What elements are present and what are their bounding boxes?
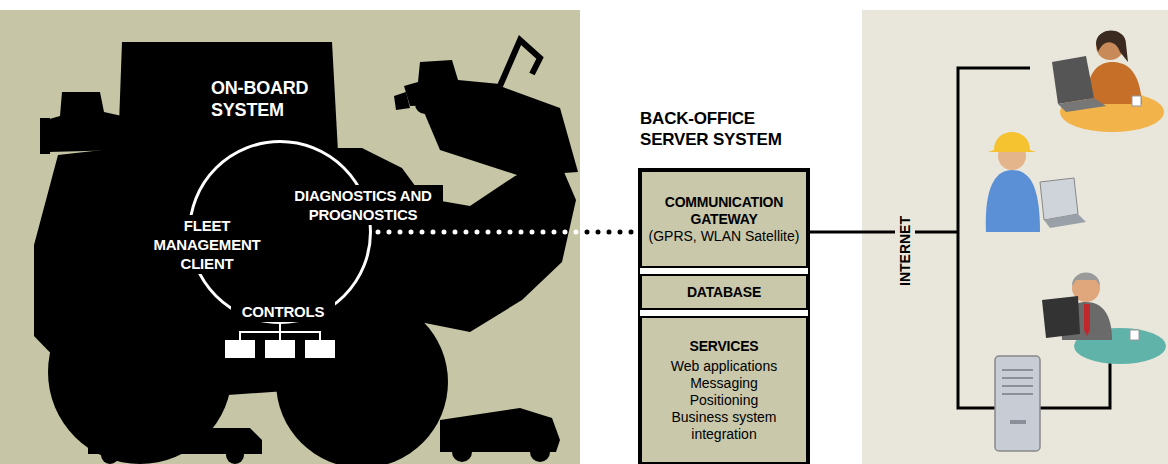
label-holder: FLEET MANAGEMENT CLIENT bbox=[147, 215, 267, 274]
server-tower bbox=[995, 356, 1040, 451]
label-holder: ON-BOARD SYSTEM bbox=[208, 76, 338, 122]
system-ring: DIAGNOSTICS AND PROGNOSTICSFLEET MANAGEM… bbox=[188, 140, 372, 324]
label-holder: BACK-OFFICE SERVER SYSTEM bbox=[640, 108, 810, 150]
office-user-figure bbox=[1052, 31, 1164, 133]
machine-system: ON-BOARD SYSTEM DIAGNOSTICS AND PROGNOSTI… bbox=[130, 60, 430, 340]
database-box: DATABASE bbox=[640, 274, 808, 310]
server-system: BACK-OFFICE SERVER SYSTEM COMMUNICATION G… bbox=[638, 108, 810, 464]
box-heading: COMMUNICATION GATEWAY bbox=[646, 194, 802, 228]
box-text: Positioning bbox=[690, 392, 759, 409]
box-text: Messaging bbox=[690, 375, 758, 392]
ring-label: FLEET MANAGEMENT CLIENT bbox=[147, 215, 267, 274]
services-box: SERVICES Web applicationsMessagingPositio… bbox=[640, 316, 808, 464]
dotted-link bbox=[378, 230, 640, 235]
manager-figure bbox=[1042, 273, 1166, 365]
label-holder: DIAGNOSTICS AND PROGNOSTICS bbox=[283, 185, 443, 225]
box-heading: DATABASE bbox=[687, 284, 761, 301]
server-title: BACK-OFFICE SERVER SYSTEM bbox=[640, 108, 810, 150]
box-text: Business system integration bbox=[646, 409, 802, 443]
machine-silhouettes bbox=[34, 40, 578, 464]
box-text: Web applications bbox=[671, 358, 777, 375]
control-units bbox=[225, 322, 335, 358]
network-label: INTERNET bbox=[895, 212, 915, 290]
box-heading: SERVICES bbox=[690, 338, 759, 355]
system-title: ON-BOARD SYSTEM bbox=[208, 76, 338, 122]
field-worker-figure bbox=[986, 132, 1086, 232]
box-text: (GPRS, WLAN Satellite) bbox=[649, 228, 800, 245]
user-panel bbox=[862, 10, 1168, 464]
ring-label: CONTROLS bbox=[231, 301, 335, 322]
gateway-box: COMMUNICATION GATEWAY(GPRS, WLAN Satelli… bbox=[640, 170, 808, 268]
label-holder: CONTROLS bbox=[231, 301, 335, 322]
ring-label: DIAGNOSTICS AND PROGNOSTICS bbox=[283, 185, 443, 225]
label-holder: INTERNET bbox=[895, 191, 915, 311]
